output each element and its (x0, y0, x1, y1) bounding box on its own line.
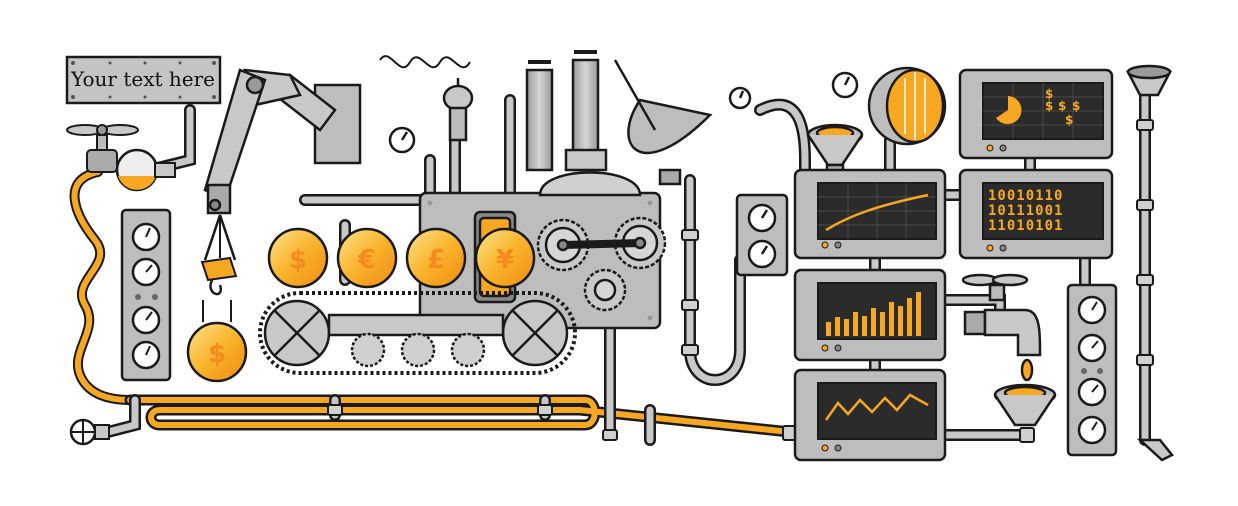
monitor-zigzag-chart (793, 368, 947, 462)
binary-row: 10111001 (988, 203, 1063, 219)
satellite-dish (613, 59, 713, 186)
dollar-sign: $ (1072, 99, 1080, 113)
propeller-valve (66, 124, 139, 173)
hanging-coin: $ (186, 300, 248, 383)
monitor-bar-chart (793, 268, 947, 362)
flask-icon (115, 148, 176, 192)
pipe-clamps (327, 119, 1154, 443)
dollar-sign: $ (1045, 87, 1053, 101)
small-gauge-icon (388, 71, 859, 154)
chimneys (525, 50, 642, 197)
exhaust-pipe (1125, 64, 1174, 462)
monitor-binary: 10010110 10111001 11010101 (958, 168, 1114, 260)
gauge-column-right (1066, 283, 1118, 457)
gears (536, 216, 667, 312)
lamp-top (442, 78, 474, 142)
hanging-coin-symbol: $ (208, 339, 226, 369)
coin: € (336, 227, 398, 289)
dollar-signs: $ $ $ $ $ (1045, 87, 1080, 127)
binary-row: 10010110 (988, 188, 1063, 204)
robotic-arm (203, 68, 362, 261)
dollar-sign: $ (1065, 113, 1073, 127)
coin: £ (405, 227, 467, 289)
monitor-pie-chart: $ $ $ $ $ (958, 68, 1114, 160)
spotlight (867, 66, 947, 146)
text-label-plate: Your text here (65, 55, 222, 105)
double-gauge-box (735, 193, 789, 277)
dollar-sign: $ (1058, 99, 1066, 113)
drip-funnel (993, 358, 1057, 427)
monitor-line-chart (793, 168, 947, 260)
wheel-valve-icon (69, 418, 110, 446)
coin: ¥ (474, 227, 536, 289)
binary-row: 11010101 (988, 218, 1063, 234)
gauge-column-left (120, 208, 172, 382)
coin-symbol: ¥ (496, 245, 514, 275)
coin-row: $ € £ ¥ (267, 227, 536, 289)
coin-symbol: € (357, 245, 376, 275)
coin-symbol: £ (427, 245, 445, 275)
coil-spring (379, 55, 471, 69)
faucet (961, 273, 1042, 357)
orange-pipe-bottom (124, 394, 796, 438)
orange-hose-left-inner (71, 169, 133, 403)
dollar-sign: $ (1045, 99, 1053, 113)
conveyor-belt (258, 291, 577, 375)
weight-block (200, 256, 238, 296)
coin-symbol: $ (289, 245, 307, 275)
label-plate-text: Your text here (70, 67, 215, 91)
coin: $ (267, 227, 329, 289)
